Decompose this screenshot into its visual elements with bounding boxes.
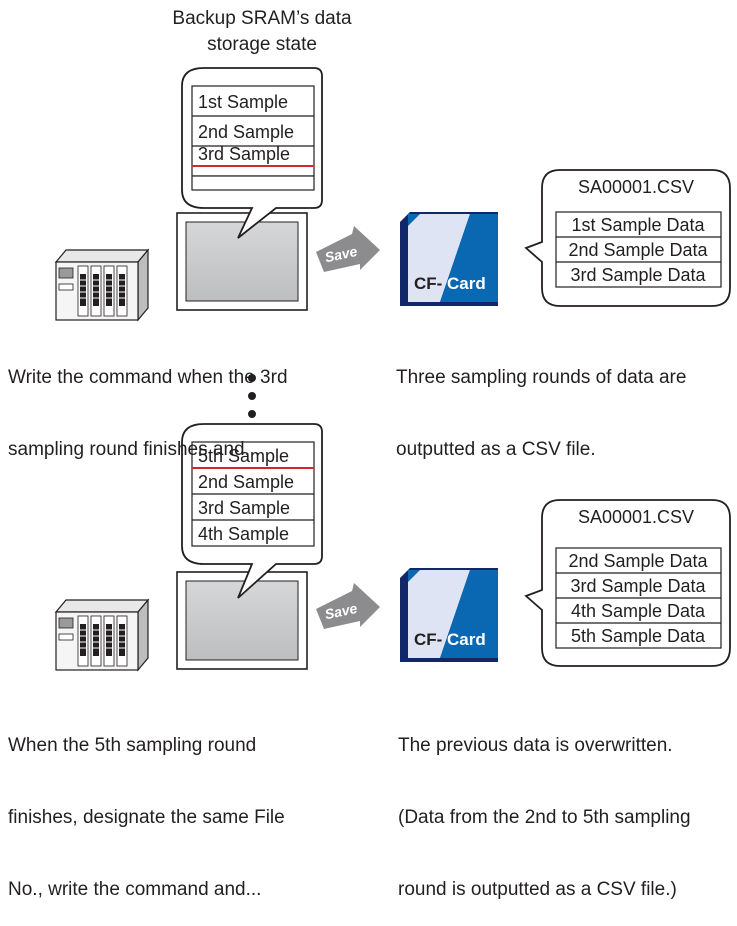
save-arrow-icon: Save [316,583,380,629]
caption-line: outputted as a CSV file. [396,439,596,460]
top-left-caption: Write the command when the 3rd sampling … [8,318,288,486]
sram-row: 3rd Sample [198,498,290,518]
file-row: 4th Sample Data [571,601,706,621]
bottom-section: 5th Sample 2nd Sample 3rd Sample 4th Sam… [54,423,731,672]
file-row: 5th Sample Data [571,626,706,646]
caption-line: (Data from the 2nd to 5th sampling [398,807,691,828]
bottom-left-caption: When the 5th sampling round finishes, de… [8,686,285,926]
sram-row: 1st Sample [198,92,288,112]
sram-title-line-2: storage state [207,34,317,55]
card-label-cf: CF- [414,630,442,649]
save-label: Save [323,600,359,622]
sram-row: 3rd Sample [198,144,290,164]
ellipsis-dots [248,374,256,418]
top-section: Backup SRAM’s data storage state [54,8,731,322]
caption-line: No., write the command and... [8,879,262,900]
cf-card-icon: CF- Card [400,212,498,306]
file-row: 2nd Sample Data [568,240,708,260]
sram-table: 5th Sample 2nd Sample 3rd Sample 4th Sam… [191,441,315,547]
file-name: SA00001.CSV [578,507,694,527]
plc-rack-icon [54,598,150,672]
sram-table: 1st Sample 2nd Sample 3rd Sample [191,85,315,191]
sram-title-line-1: Backup SRAM’s data [172,8,352,29]
file-row: 3rd Sample Data [570,576,706,596]
caption-line: round is outputted as a CSV file.) [398,879,677,900]
file-table: 1st Sample Data 2nd Sample Data 3rd Samp… [555,211,722,288]
sampling-diagram: Backup SRAM’s data storage state [54,8,731,672]
sram-row: 5th Sample [198,446,289,466]
sram-row: 2nd Sample [198,472,294,492]
card-label-card: Card [447,274,486,293]
caption-line: finishes, designate the same File [8,807,285,828]
card-label-cf: CF- [414,274,442,293]
file-row: 3rd Sample Data [570,265,706,285]
file-table: 2nd Sample Data 3rd Sample Data 4th Samp… [555,547,722,649]
save-arrow-icon: Save [316,226,380,272]
save-label: Save [323,243,359,265]
cf-card-icon: CF- Card [400,568,498,662]
sram-row: 2nd Sample [198,122,294,142]
caption-line: The previous data is overwritten. [398,735,673,756]
caption-line: When the 5th sampling round [8,735,257,756]
bottom-right-caption: The previous data is overwritten. (Data … [398,686,691,926]
plc-rack-icon [54,248,150,322]
sram-row: 4th Sample [198,524,289,544]
file-row: 2nd Sample Data [568,551,708,571]
caption-line: Write the command when the 3rd [8,367,288,388]
file-row: 1st Sample Data [571,215,705,235]
top-right-caption: Three sampling rounds of data are output… [396,318,686,486]
file-name: SA00001.CSV [578,177,694,197]
caption-line: sampling round finishes and... [8,439,261,460]
caption-line: Three sampling rounds of data are [396,367,687,388]
card-label-card: Card [447,630,486,649]
